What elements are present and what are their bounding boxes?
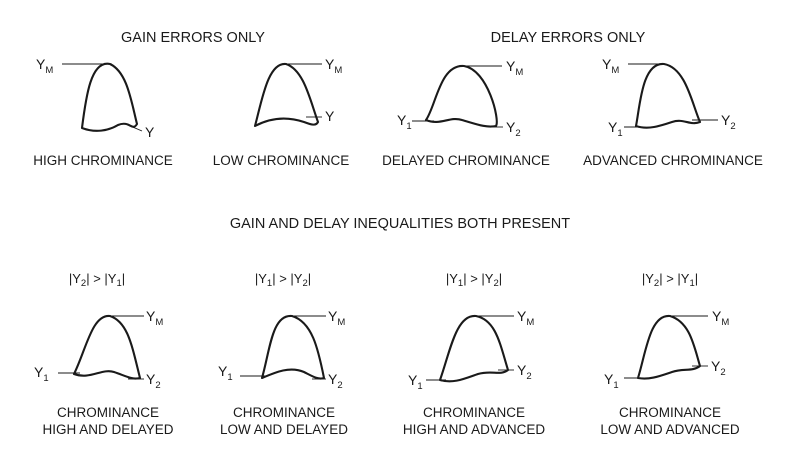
y2-label: Y2 xyxy=(517,362,532,382)
pulse-curve xyxy=(253,62,320,128)
pulse-curve xyxy=(80,62,139,132)
y1-label: Y1 xyxy=(397,112,412,132)
condition-1: |Y2| > |Y1| xyxy=(69,271,125,289)
ym-label: YM xyxy=(602,56,619,76)
y1-label: Y1 xyxy=(34,364,49,384)
waveform-high-and-delayed: YM Y1 Y2 xyxy=(34,308,163,391)
waveform-delayed-chrominance: YM Y1 Y2 xyxy=(397,58,523,139)
caption-b2-line1: CHROMINANCE xyxy=(233,405,335,420)
caption-b4-line1: CHROMINANCE xyxy=(619,405,721,420)
caption-b4-line2: LOW AND ADVANCED xyxy=(600,422,740,437)
y-label: Y xyxy=(325,108,335,124)
caption-low-chrominance: LOW CHROMINANCE xyxy=(213,153,350,168)
y2-label: Y2 xyxy=(328,371,343,391)
ym-label: YM xyxy=(506,58,523,78)
caption-delayed-chrominance: DELAYED CHROMINANCE xyxy=(382,153,550,168)
waveform-low-and-advanced: YM Y1 Y2 xyxy=(604,308,729,391)
caption-b1-line1: CHROMINANCE xyxy=(57,405,159,420)
y2-label: Y2 xyxy=(721,112,736,132)
caption-b2-line2: LOW AND DELAYED xyxy=(220,422,348,437)
ym-label: YM xyxy=(328,308,345,328)
ym-label: YM xyxy=(517,308,534,328)
pulse-curve xyxy=(636,314,702,380)
y2-label: Y2 xyxy=(711,358,726,378)
condition-2: |Y1| > |Y2| xyxy=(255,271,311,289)
waveform-high-chrominance: YM Y xyxy=(36,56,155,140)
ym-label: YM xyxy=(325,56,342,76)
pulse-curve xyxy=(260,314,326,380)
condition-3: |Y1| > |Y2| xyxy=(446,271,502,289)
pulse-curve xyxy=(634,62,702,129)
y-leader xyxy=(127,124,143,132)
caption-high-chrominance: HIGH CHROMINANCE xyxy=(33,153,173,168)
ym-label: YM xyxy=(712,308,729,328)
y1-label: Y1 xyxy=(608,119,623,139)
waveform-high-and-advanced: YM Y1 Y2 xyxy=(408,308,534,392)
ym-label: YM xyxy=(36,56,53,76)
waveform-low-and-delayed: YM Y1 Y2 xyxy=(218,308,345,391)
heading-gain-errors: GAIN ERRORS ONLY xyxy=(121,30,265,46)
caption-b3-line1: CHROMINANCE xyxy=(423,405,525,420)
caption-b1-line2: HIGH AND DELAYED xyxy=(42,422,173,437)
pulse-curve xyxy=(424,64,498,128)
y-label: Y xyxy=(145,124,155,140)
caption-b3-line2: HIGH AND ADVANCED xyxy=(403,422,546,437)
ym-label: YM xyxy=(146,308,163,328)
y1-label: Y1 xyxy=(604,371,619,391)
y1-label: Y1 xyxy=(408,372,423,392)
heading-gain-and-delay: GAIN AND DELAY INEQUALITIES BOTH PRESENT xyxy=(230,216,570,232)
waveform-advanced-chrominance: YM Y1 Y2 xyxy=(602,56,736,139)
pulse-curve xyxy=(72,314,142,380)
waveform-low-chrominance: YM Y xyxy=(253,56,342,128)
y2-label: Y2 xyxy=(506,119,521,139)
heading-delay-errors: DELAY ERRORS ONLY xyxy=(491,30,646,46)
y1-label: Y1 xyxy=(218,363,233,383)
y2-label: Y2 xyxy=(146,371,161,391)
pulse-curve xyxy=(438,314,510,383)
condition-4: |Y2| > |Y1| xyxy=(642,271,698,289)
caption-advanced-chrominance: ADVANCED CHROMINANCE xyxy=(583,153,763,168)
